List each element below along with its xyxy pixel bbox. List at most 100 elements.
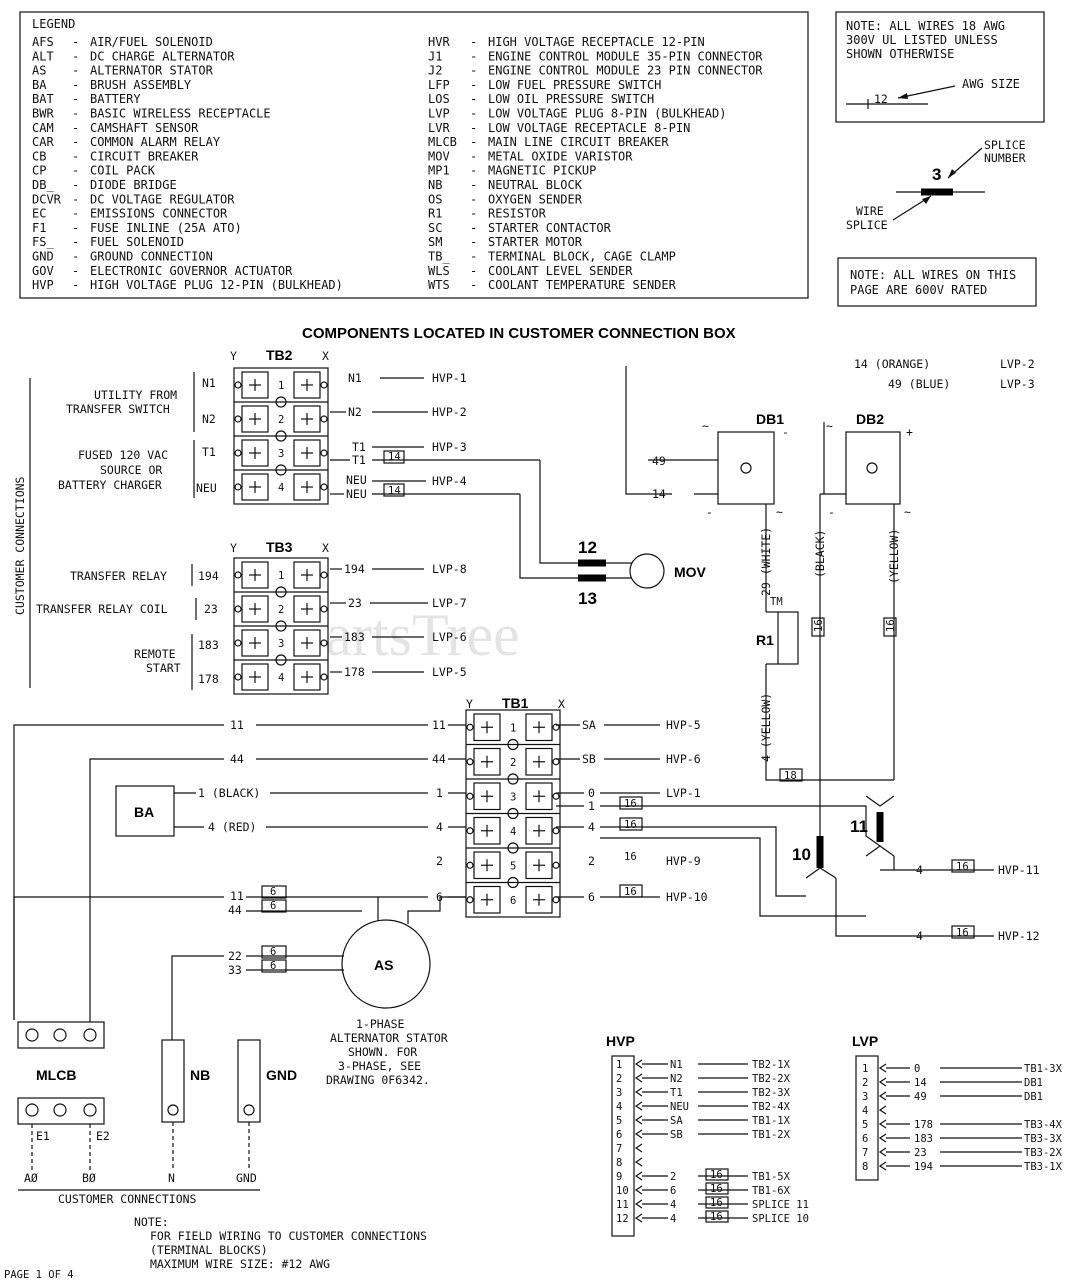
lvp-wire: 23 bbox=[914, 1147, 927, 1159]
legend-desc: BATTERY bbox=[90, 92, 141, 106]
tb1-gauge-3: 16 bbox=[624, 851, 637, 863]
db2: DB2 ~ + - ~ bbox=[819, 411, 913, 836]
legend-desc: TERMINAL BLOCK, CAGE CLAMP bbox=[488, 250, 676, 264]
db1-ac-bottom: ~ bbox=[776, 505, 783, 519]
hvp11-wire: 4 bbox=[916, 863, 923, 877]
alternator-stator: AS 11 6 44 6 22 6 33 6 1-PHASE ALTERNATO… bbox=[13, 885, 466, 1087]
tb2-gauge-2: 14 bbox=[388, 485, 401, 497]
hvp-wire: T1 bbox=[670, 1087, 683, 1099]
terminal-x-clamp bbox=[293, 663, 321, 691]
awg-note-line-2: 300V UL LISTED UNLESS bbox=[846, 33, 998, 47]
legend-code: ALT bbox=[32, 49, 54, 63]
legend-dash: - bbox=[72, 35, 79, 49]
terminal-number: 4 bbox=[278, 482, 284, 494]
legend-dash: - bbox=[72, 64, 79, 78]
lvp-wire: 183 bbox=[914, 1133, 933, 1145]
db2-ac-bottom: ~ bbox=[904, 505, 911, 519]
legend-dash: - bbox=[72, 49, 79, 63]
legend-frame bbox=[19, 11, 809, 299]
bottom-note-2: FOR FIELD WIRING TO CUSTOMER CONNECTIONS bbox=[150, 1229, 427, 1243]
wire-splice-label-1: WIRE bbox=[856, 204, 884, 218]
hvp-gauge: 16 bbox=[710, 1211, 723, 1223]
legend-dash: - bbox=[72, 207, 79, 221]
tb2-right-wire-4b: NEU bbox=[346, 487, 367, 501]
legend-dash: - bbox=[470, 250, 477, 264]
lvp-wire: 194 bbox=[914, 1161, 933, 1173]
legend-dash: - bbox=[72, 264, 79, 278]
legend-desc: MAIN LINE CIRCUIT BREAKER bbox=[488, 135, 669, 149]
as-note-1: 1-PHASE bbox=[356, 1017, 405, 1031]
tb3-right-wire-2: 23 bbox=[348, 596, 362, 610]
as-gauge-1: 6 bbox=[270, 886, 276, 898]
legend-desc: FUEL SOLENOID bbox=[90, 235, 184, 249]
legend-code: SC bbox=[428, 221, 442, 235]
watermark-tm: TM bbox=[770, 596, 783, 608]
hvp-wire: 4 bbox=[670, 1213, 676, 1225]
tb2-left-wire-3: T1 bbox=[202, 445, 216, 459]
terminal-y-clamp bbox=[241, 595, 269, 623]
hvp12-wire: 4 bbox=[916, 929, 923, 943]
legend-dash: - bbox=[72, 78, 79, 92]
lvp-dest: DB1 bbox=[1024, 1077, 1043, 1089]
hvp-dest: TB2-3X bbox=[752, 1087, 791, 1099]
as-wire-22: 22 bbox=[228, 949, 242, 963]
hvp-wire: 6 bbox=[670, 1185, 676, 1197]
hvp-dest: TB2-1X bbox=[752, 1059, 791, 1071]
hvp-wire: N1 bbox=[670, 1059, 683, 1071]
legend-code: AFS bbox=[32, 35, 54, 49]
db2-plus-top: + bbox=[906, 425, 913, 439]
splice-legend: 3 SPLICE NUMBER WIRE SPLICE bbox=[846, 138, 1026, 232]
nb-n: N bbox=[168, 1171, 175, 1185]
wire-yellow-top: (YELLOW) bbox=[887, 529, 901, 584]
bottom-note-3: (TERMINAL BLOCKS) bbox=[150, 1243, 268, 1257]
hvp-dest: TB2-4X bbox=[752, 1101, 791, 1113]
tb2-right-wire-4: NEU bbox=[346, 473, 367, 487]
page-number: PAGE 1 OF 4 bbox=[4, 1269, 74, 1280]
terminal-y-clamp bbox=[241, 439, 269, 467]
db1-label: DB1 bbox=[756, 411, 784, 427]
lvp-pin: 1 bbox=[862, 1063, 868, 1075]
tb2-title: TB2 bbox=[266, 347, 293, 363]
legend-desc: COOLANT LEVEL SENDER bbox=[488, 264, 633, 278]
tb2-x-label: X bbox=[322, 349, 329, 363]
legend-code: LVR bbox=[428, 121, 450, 135]
watermark: PartsTree bbox=[292, 602, 520, 668]
terminal-y-clamp bbox=[241, 663, 269, 691]
terminal-number: 5 bbox=[510, 860, 516, 872]
tb3-right-wire-4: 178 bbox=[344, 665, 365, 679]
legend-desc: ALTERNATOR STATOR bbox=[90, 64, 214, 78]
hvp-gauge: 16 bbox=[710, 1197, 723, 1209]
as-wire-11: 11 bbox=[230, 889, 244, 903]
tb1-left-wire-11a: 11 bbox=[230, 718, 244, 732]
legend-desc: DC VOLTAGE REGULATOR bbox=[90, 192, 235, 206]
legend-dash: - bbox=[72, 178, 79, 192]
tb3-right-wire-1: 194 bbox=[344, 562, 365, 576]
terminal-x-clamp bbox=[525, 713, 553, 742]
db1-minus-top: - bbox=[782, 425, 789, 439]
legend-desc: CIRCUIT BREAKER bbox=[90, 149, 199, 163]
legend-code: CAM bbox=[32, 121, 54, 135]
mlcb-label: MLCB bbox=[36, 1067, 76, 1083]
lvp-pin: 8 bbox=[862, 1161, 868, 1173]
rated-note: NOTE: ALL WIRES ON THIS PAGE ARE 600V RA… bbox=[837, 257, 1037, 307]
mlcb-top-block bbox=[17, 1021, 105, 1049]
terminal-y-clamp bbox=[473, 713, 501, 742]
wire-yellow-gauge: 16 bbox=[885, 619, 897, 632]
tb1-right-wire-6: 6 bbox=[588, 890, 595, 904]
awg-note-frame bbox=[835, 11, 1045, 123]
tb2-dest-3: HVP-3 bbox=[432, 440, 467, 454]
terminal-number: 1 bbox=[278, 380, 284, 392]
hvp-dest: TB1-5X bbox=[752, 1171, 791, 1183]
lvp-pin: 4 bbox=[862, 1105, 868, 1117]
wire-29-white: 29 (WHITE) bbox=[759, 527, 773, 596]
r1-symbol bbox=[777, 611, 799, 665]
neutral-block: NB N bbox=[161, 1039, 210, 1185]
terminal-number: 6 bbox=[510, 895, 516, 907]
mlcb-b-phase: BØ bbox=[82, 1171, 96, 1185]
tb1-dest-5: HVP-10 bbox=[666, 890, 708, 904]
tb1-left-wire-44a: 44 bbox=[230, 752, 244, 766]
legend-code: MLCB bbox=[428, 135, 457, 149]
splice-number-label-1: SPLICE bbox=[984, 138, 1026, 152]
terminal-y-clamp bbox=[241, 405, 269, 433]
